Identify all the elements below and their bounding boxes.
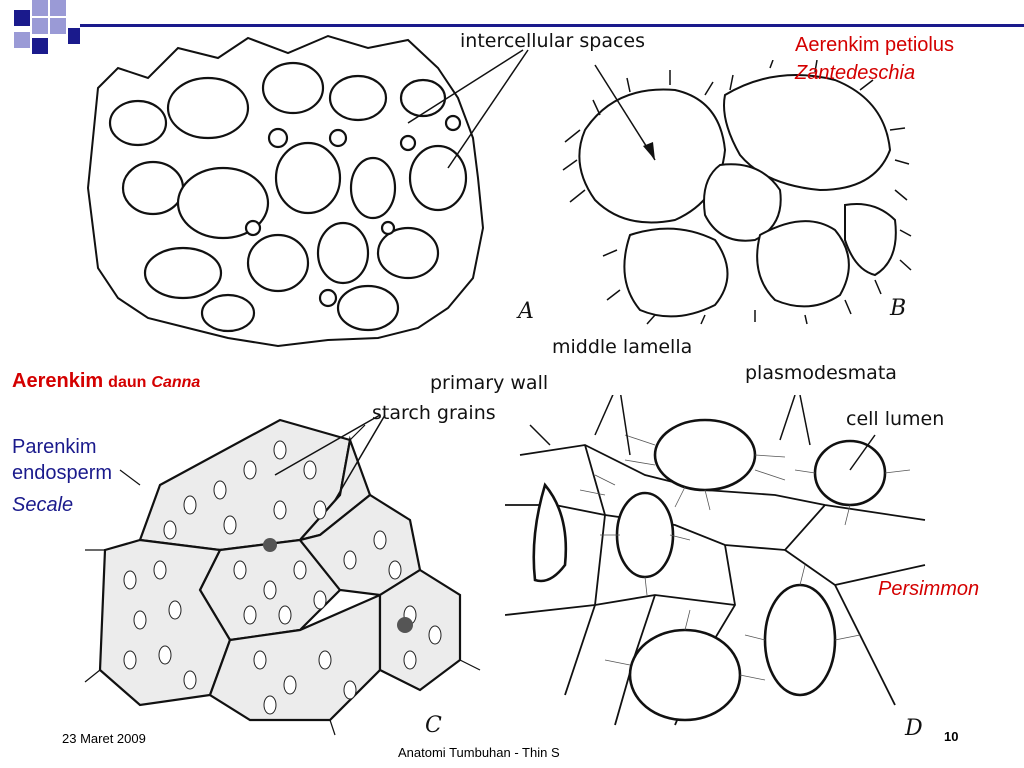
caption-aerenkim-petiolus: Aerenkim petiolus	[795, 34, 954, 56]
figure-b-aerenchyma: B	[562, 60, 912, 325]
intercellular-spaces-label: intercellular spaces	[460, 30, 645, 52]
caption-secale: Secale	[12, 494, 74, 516]
caption-parenkim: Parenkim	[12, 436, 97, 458]
panel-c-label: C	[425, 713, 442, 738]
deco-square	[32, 38, 48, 54]
figure-a-aerenchyma: A	[86, 34, 534, 348]
caption-canna: Canna	[151, 374, 201, 391]
deco-square	[50, 0, 66, 16]
starch-grains-label: starch grains	[372, 402, 496, 424]
primary-wall-label: primary wall	[430, 372, 549, 394]
plasmodesmata-label: plasmodesmata	[745, 362, 897, 384]
deco-square	[50, 18, 66, 34]
caption-zantedeschia: Zantedeschia	[795, 62, 916, 84]
corner-decoration	[0, 0, 80, 60]
deco-square	[14, 32, 30, 48]
caption-endosperm: endosperm	[12, 462, 113, 484]
middle-lamella-label: middle lamella	[552, 336, 693, 358]
panel-b-label: B	[889, 296, 906, 321]
cell-lumen-label: cell lumen	[846, 408, 945, 430]
slide-number: 10	[944, 729, 959, 744]
panel-a-label: A	[516, 299, 534, 324]
deco-square	[32, 0, 48, 16]
deco-square	[32, 18, 48, 34]
figure-d-persimmon: D	[505, 395, 926, 740]
caption-aerenkim-bold: Aerenkim	[12, 370, 104, 392]
footer-title: Anatomi Tumbuhan - Thin S	[398, 745, 560, 760]
figure-c-endosperm: C	[84, 414, 481, 738]
footer-date: 23 Maret 2009	[62, 731, 146, 746]
caption-aerenkim-daun: Aerenkim daun Canna	[12, 370, 200, 393]
caption-persimmon: Persimmon	[878, 578, 980, 600]
panel-d-label: D	[904, 716, 923, 740]
deco-square	[14, 10, 30, 26]
caption-daun: daun	[108, 374, 147, 391]
top-rule	[80, 24, 1024, 27]
deco-square	[68, 28, 80, 44]
